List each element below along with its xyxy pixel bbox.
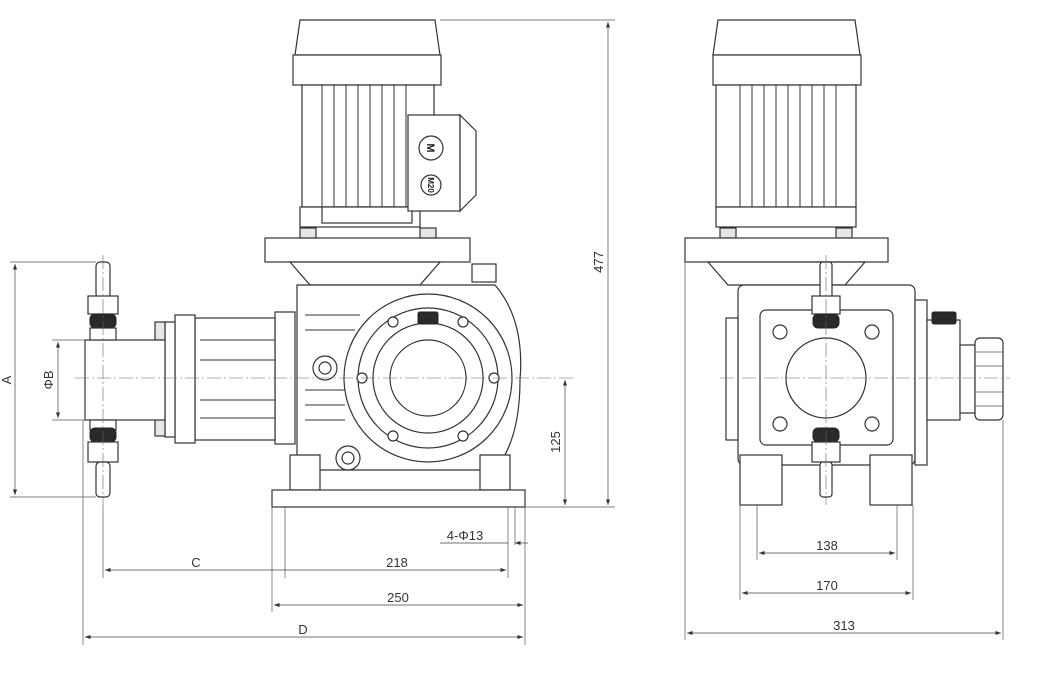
dim-250: 250 [387,590,409,605]
dim-313: 313 [833,618,855,633]
dim-170: 170 [816,578,838,593]
motor-label: M [424,143,436,152]
dimensions: 477 125 A ΦB 4-Φ13 C 218 250 D 138 170 3… [0,19,1004,645]
dim-overall-height: 477 [591,251,606,273]
terminal-box: M M20 [407,113,477,213]
motor-brand-logo: M20 [426,177,435,193]
dim-d: D [298,622,307,637]
front-view: M M20 [75,19,575,508]
dim-a: A [0,375,14,384]
gearbox [271,284,526,508]
side-view [684,19,1010,506]
dim-218: 218 [386,555,408,570]
dim-phi-b: ΦB [41,370,56,389]
motor: M M20 [264,19,497,286]
dim-holes: 4-Φ13 [447,528,483,543]
dim-138: 138 [816,538,838,553]
dim-center-height: 125 [548,431,563,453]
dim-c: C [191,555,200,570]
